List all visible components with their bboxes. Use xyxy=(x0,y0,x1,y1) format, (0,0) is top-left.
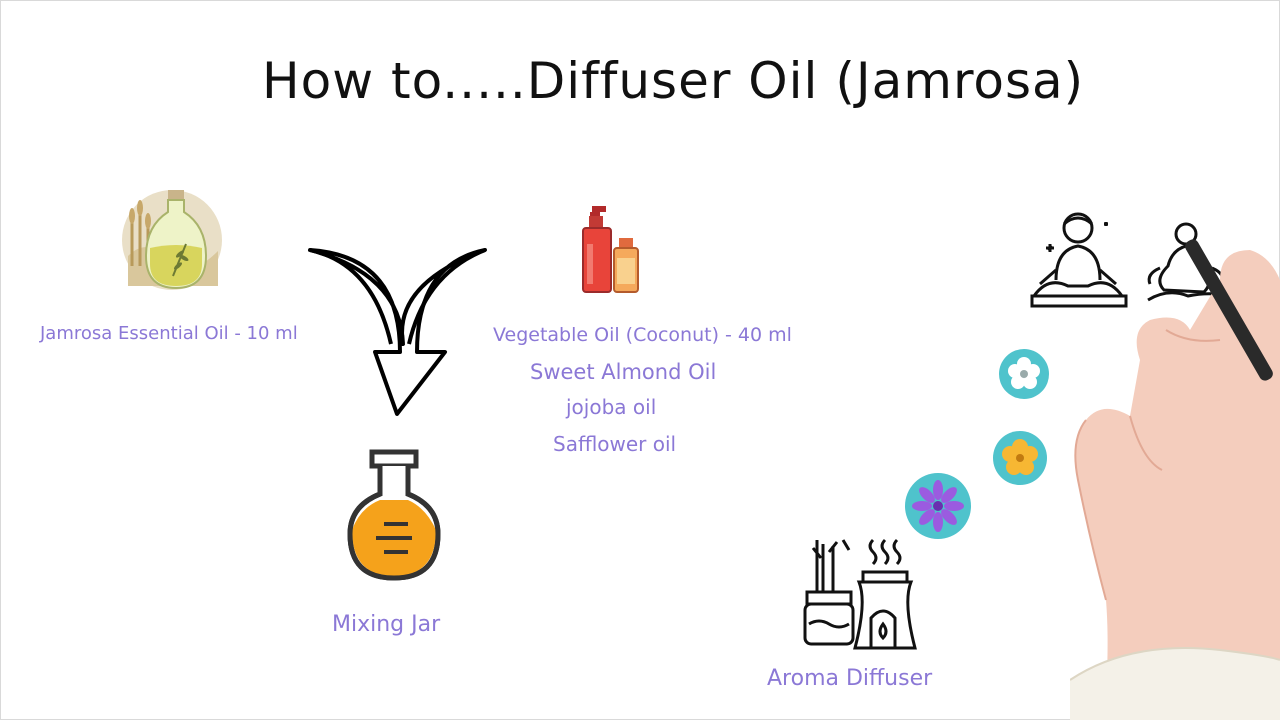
pump-bottle-icon xyxy=(582,206,639,293)
carrier-option-label: jojoba oil xyxy=(566,395,657,419)
carrier-option-label: Sweet Almond Oil xyxy=(530,360,717,384)
aroma-diffuser-label: Aroma Diffuser xyxy=(767,666,933,691)
flask-icon xyxy=(347,449,441,581)
slide-title: How to.....Diffuser Oil (Jamrosa) xyxy=(262,52,1085,110)
essential-oil-label: Jamrosa Essential Oil - 10 ml xyxy=(40,323,298,344)
flower-icon xyxy=(999,349,1049,399)
aroma-diffuser-icon xyxy=(803,538,917,650)
curved-arrow-icon xyxy=(308,248,487,416)
flower-icon xyxy=(905,473,971,539)
carrier-oil-label: Vegetable Oil (Coconut) - 40 ml xyxy=(493,324,792,346)
hand-with-pen xyxy=(1070,239,1280,720)
flower-icon xyxy=(993,431,1047,485)
mixing-jar-label: Mixing Jar xyxy=(332,612,441,637)
oil-bottle-icon xyxy=(122,190,222,290)
carrier-option-label: Safflower oil xyxy=(553,432,677,456)
